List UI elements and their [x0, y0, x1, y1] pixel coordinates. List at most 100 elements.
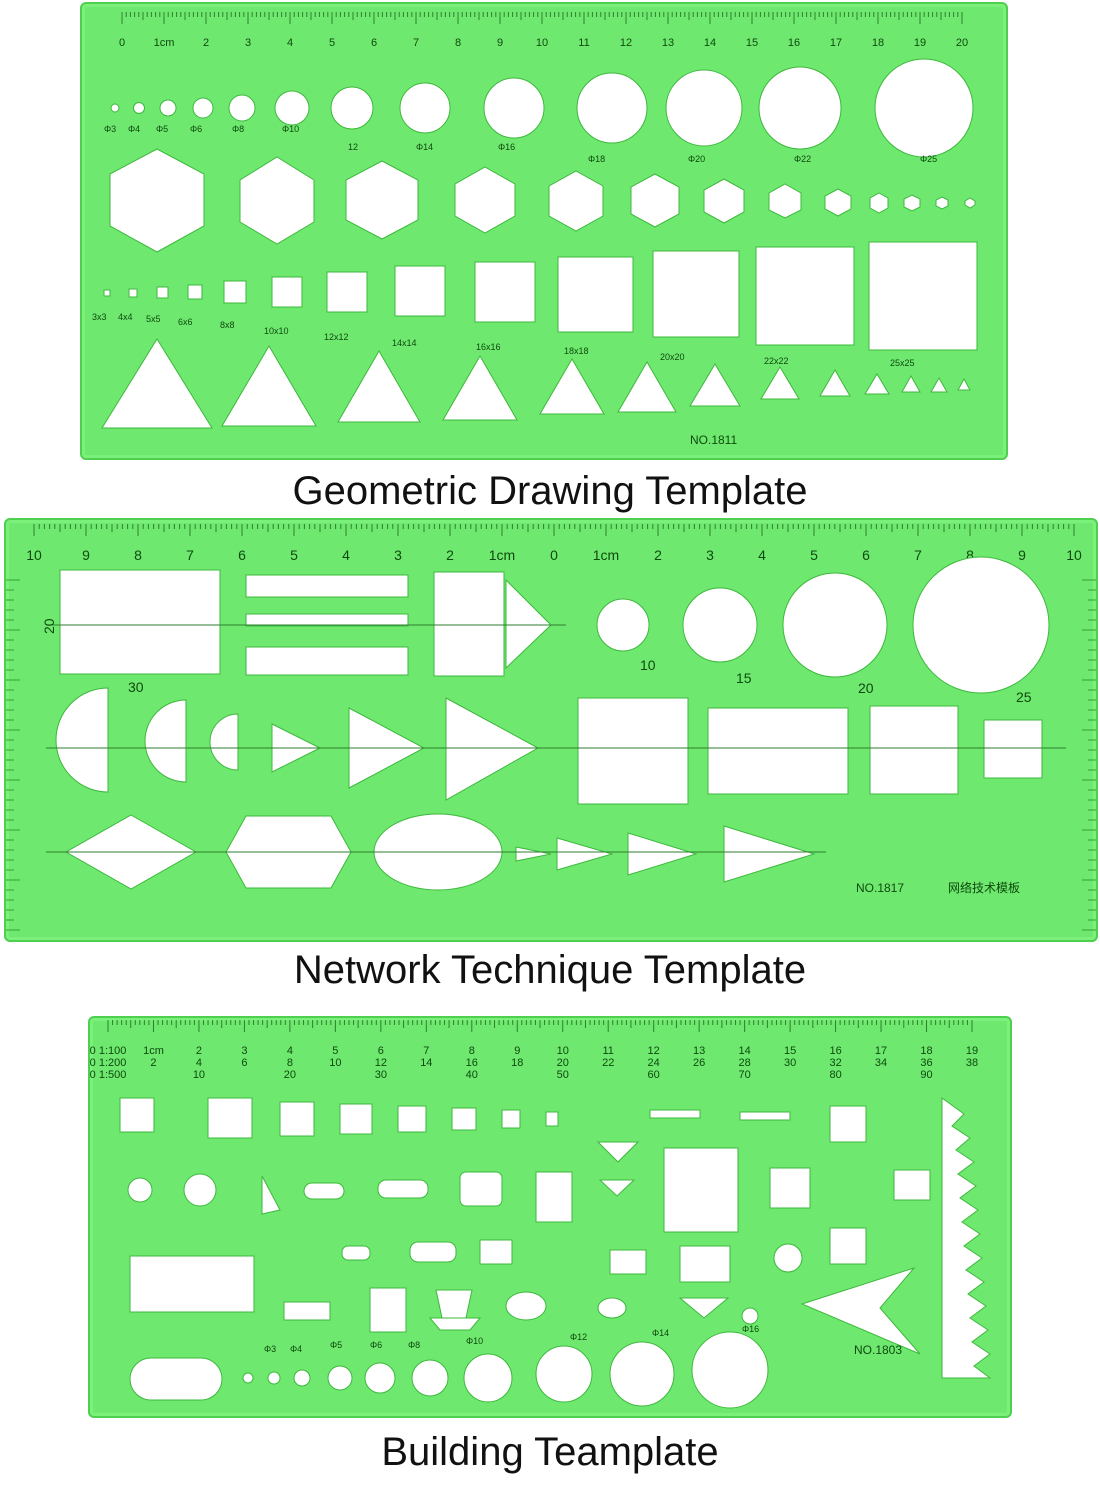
network-cutouts: [55, 556, 1050, 891]
building-scale-label: 0 1:100: [90, 1045, 126, 1057]
network-side-ticks: [6, 579, 1096, 931]
geometric-circle-label: Φ18: [588, 154, 605, 164]
building-circle-label: Φ8: [408, 1340, 420, 1350]
building-circle-label: Φ5: [330, 1340, 342, 1350]
network-scale-label: 8: [966, 547, 974, 563]
building-circle-label: Φ6: [370, 1340, 382, 1350]
building-scale-label: 0 1:200: [90, 1057, 126, 1069]
geometric-scale-label: 12: [620, 37, 632, 49]
network-scale-label: 6: [238, 547, 246, 563]
network-scale-label: 2: [654, 547, 662, 563]
building-scale-label: 16: [829, 1045, 841, 1057]
geometric-hexagons: [109, 148, 976, 253]
geometric-circle-label: Φ25: [920, 154, 937, 164]
network-scale-label: 8: [134, 547, 142, 563]
building-scale-label: 8: [287, 1057, 293, 1069]
network-scale-label: 4: [758, 547, 766, 563]
building-circle-label: Φ3: [264, 1344, 276, 1354]
caption-geometric: Geometric Drawing Template: [292, 469, 808, 513]
building-scale-label: 32: [829, 1057, 841, 1069]
geometric-square-label: 4x4: [118, 312, 133, 322]
geometric-circles: [110, 58, 974, 158]
building-scale-label: 38: [966, 1057, 978, 1069]
network-side-label-20: 20: [41, 618, 57, 634]
geometric-circle-label: Φ20: [688, 154, 705, 164]
geometric-scale-label: 10: [536, 37, 548, 49]
geometric-square-label: 10x10: [264, 326, 289, 336]
building-scale-label: 18: [920, 1045, 932, 1057]
building-circle-label: Φ4: [290, 1344, 302, 1354]
geometric-scale-label: 4: [287, 37, 293, 49]
network-scale-label: 1cm: [593, 547, 619, 563]
building-scale-label: 34: [875, 1057, 887, 1069]
building-circle-label: Φ14: [652, 1328, 669, 1338]
network-scale-label: 1cm: [489, 547, 515, 563]
building-scale-label: 0 1:500: [90, 1069, 126, 1081]
building-scale-label: 10: [329, 1057, 341, 1069]
building-scale-label: 10: [193, 1069, 205, 1081]
building-model-number: NO.1803: [854, 1343, 902, 1357]
geometric-square-label: 20x20: [660, 352, 685, 362]
geometric-scale-label: 11: [578, 37, 589, 49]
network-scale-label: 7: [914, 547, 922, 563]
caption-building: Building Teamplate: [381, 1430, 719, 1474]
building-scale-label: 4: [196, 1057, 202, 1069]
building-scale-label: 26: [693, 1057, 705, 1069]
geometric-circle-label: Φ4: [128, 124, 140, 134]
building-scale-label: 7: [423, 1045, 429, 1057]
network-scale-label: 0: [550, 547, 558, 563]
geometric-square-label: 3x3: [92, 312, 107, 322]
geometric-square-label: 12x12: [324, 332, 349, 342]
building-scale-label: 11: [602, 1045, 613, 1057]
building-scale-label: 18: [511, 1057, 523, 1069]
network-scale-label: 2: [446, 547, 454, 563]
building-scale-label: 1cm: [143, 1045, 164, 1057]
building-circle-label: Φ12: [570, 1332, 587, 1342]
caption-network: Network Technique Template: [293, 948, 807, 992]
building-scale-label: 16: [466, 1057, 478, 1069]
geometric-square-label: 18x18: [564, 346, 589, 356]
network-circle-label-15: 15: [736, 670, 752, 686]
geometric-circle-label: Φ5: [156, 124, 168, 134]
building-scale-label: 30: [375, 1069, 387, 1081]
building-scale-label: 2: [196, 1045, 202, 1057]
geometric-circle-label: Φ6: [190, 124, 202, 134]
building-circle-label: Φ16: [742, 1324, 759, 1334]
building-scale-label: 20: [557, 1057, 569, 1069]
building-scale-label: 8: [469, 1045, 475, 1057]
building-scale-label: 15: [784, 1045, 796, 1057]
network-scale-label: 9: [82, 547, 90, 563]
building-scale-label: 6: [241, 1057, 247, 1069]
building-scale-label: 14: [739, 1045, 751, 1057]
geometric-square-label: 16x16: [476, 342, 501, 352]
network-scale-label: 10: [1066, 547, 1082, 563]
building-scale-label: 90: [920, 1069, 932, 1081]
network-circle-label-10: 10: [640, 657, 656, 673]
building-scale-label: 40: [466, 1069, 478, 1081]
geometric-scale-label: 9: [497, 37, 503, 49]
building-scale-label: 19: [966, 1045, 978, 1057]
geometric-square-label: 22x22: [764, 356, 789, 366]
building-cutouts: [119, 1097, 992, 1409]
geometric-square-label: 5x5: [146, 314, 161, 324]
network-center-lines: [46, 624, 1066, 853]
network-scale-label: 3: [706, 547, 714, 563]
network-circle-label-20: 20: [858, 680, 874, 696]
network-model-number: NO.1817: [856, 881, 904, 895]
building-scale-label: 22: [602, 1057, 614, 1069]
network-scale-label: 5: [290, 547, 298, 563]
geometric-circle-label: Φ16: [498, 142, 515, 152]
geometric-scale-label: 2: [203, 37, 209, 49]
geometric-scale-label: 15: [746, 37, 758, 49]
geometric-scale-label: 0: [119, 37, 125, 49]
geometric-square-label: 25x25: [890, 358, 915, 368]
building-scale-label: 5: [332, 1045, 338, 1057]
geometric-model-number: NO.1811: [690, 433, 737, 447]
geometric-scale-label: 6: [371, 37, 377, 49]
building-scale-label: 24: [648, 1057, 660, 1069]
